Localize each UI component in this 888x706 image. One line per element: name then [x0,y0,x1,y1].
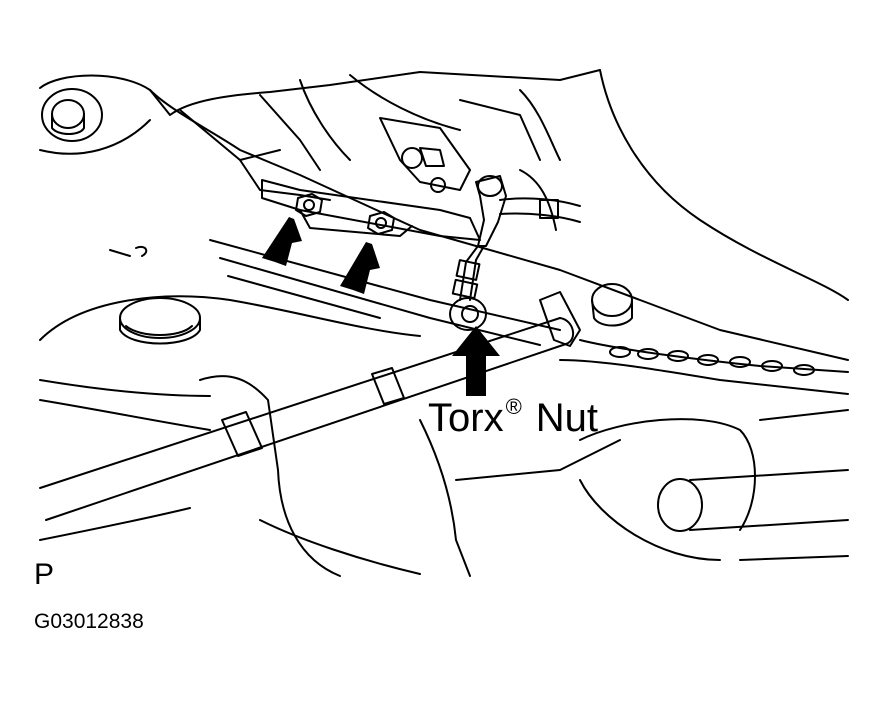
bolt-top-left [41,88,103,142]
arrow-icon [262,217,302,266]
hose-right [499,169,581,231]
nut-middle [367,211,395,235]
crossmember [39,339,849,577]
callout-name: Torx [428,396,504,440]
stabilizer-link [449,175,507,331]
torx-nut-label: Torx® Nut [428,396,599,440]
arrow-icon [452,326,500,396]
view-letter: P [34,558,55,591]
registered-mark: ® [505,394,522,419]
body-panel [39,69,849,361]
nut-left [295,193,323,217]
bolt-right [591,283,633,327]
callout-suffix: Nut [535,396,599,440]
floor-ribs [109,239,561,346]
figure-code: G03012838 [34,610,144,633]
spring-seat-left [39,295,421,345]
arrow-icon [340,242,380,294]
exhaust-pipe [579,409,849,561]
